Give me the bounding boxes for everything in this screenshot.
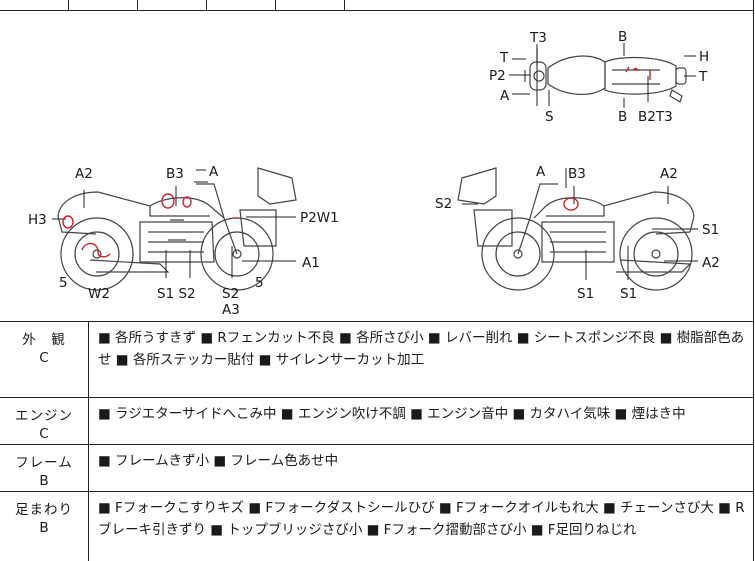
row-category: エンジン C: [0, 398, 89, 444]
label-s1-right: S1: [702, 222, 719, 238]
label-b3-right: B3: [568, 166, 586, 182]
row-frame: フレーム B ■ フレームきず小 ■ フレーム色あせ中: [0, 445, 754, 492]
label-t-left-top: T: [499, 50, 509, 66]
row-category: 足まわり B: [0, 492, 89, 561]
category-name: フレーム: [15, 455, 73, 471]
category-name: 足まわり: [15, 502, 73, 518]
label-p2w1-left: P2W1: [300, 210, 339, 226]
category-grade: B: [39, 473, 49, 489]
label-s1-right-a: S1: [577, 286, 594, 302]
label-a2-left: A2: [75, 166, 93, 182]
label-b-bottom-top: B: [618, 109, 627, 125]
top-table-strip: [0, 0, 754, 11]
row-engine: エンジン C ■ ラジエターサイドへこみ中 ■ エンジン吹け不調 ■ エンジン音…: [0, 398, 754, 445]
label-p2-top: P2: [489, 68, 506, 84]
label-h-top: H: [699, 49, 709, 65]
row-exterior: 外 観 C ■ 各所うすきず ■ Rフェンカット不良 ■ 各所さび小 ■ レバー…: [0, 322, 754, 398]
label-a-right: A: [536, 164, 546, 180]
category-name: 外 観: [22, 332, 66, 348]
category-grade: C: [39, 426, 49, 442]
row-description: ■ ラジエターサイドへこみ中 ■ エンジン吹け不調 ■ エンジン音中 ■ カタハ…: [98, 406, 686, 422]
right-side-motorcycle: [457, 167, 695, 291]
left-side-motorcycle: [57, 167, 297, 291]
label-h3-left: H3: [28, 212, 47, 228]
label-a2-top-right: A2: [660, 166, 678, 182]
label-b2t3-top: B2T3: [638, 109, 673, 125]
damage-diagram: T3 T P2 A S B H T B B2T3 A2 B3 A H3 P2W1…: [0, 10, 754, 322]
motorcycle-diagram-svg: T3 T P2 A S B H T B B2T3 A2 B3 A H3 P2W1…: [28, 29, 720, 318]
category-name: エンジン: [15, 408, 73, 424]
label-s1s2-left: S1 S2: [157, 286, 196, 302]
label-a-left: A: [209, 164, 219, 180]
row-category: フレーム B: [0, 445, 89, 491]
label-a1-left: A1: [302, 255, 320, 271]
row-suspension: 足まわり B ■ Fフォークこすりキズ ■ Fフォークダストシールひび ■ Fフ…: [0, 492, 754, 561]
label-a-left-top: A: [500, 88, 510, 104]
category-grade: C: [39, 350, 49, 366]
label-s2-left: S2: [222, 286, 239, 302]
label-b-top: B: [618, 29, 627, 45]
label-a3-left: A3: [222, 302, 240, 318]
table-right-border: [753, 0, 754, 561]
label-a2-right: A2: [702, 255, 720, 271]
label-b3-left: B3: [166, 166, 184, 182]
label-t3-top: T3: [529, 30, 547, 46]
category-grade: B: [39, 520, 49, 536]
label-t-right-top: T: [698, 69, 708, 85]
label-s1-right-b: S1: [620, 286, 637, 302]
label-w2-left: W2: [88, 286, 110, 302]
row-description: ■ フレームきず小 ■ フレーム色あせ中: [98, 453, 339, 469]
label-5-left: 5: [59, 275, 68, 291]
label-s2-right: S2: [435, 196, 452, 212]
label-s-top: S: [545, 109, 554, 125]
row-description: ■ 各所うすきず ■ Rフェンカット不良 ■ 各所さび小 ■ レバー削れ ■ シ…: [98, 330, 745, 368]
row-category: 外 観 C: [0, 322, 89, 397]
row-description: ■ Fフォークこすりキズ ■ Fフォークダストシールひび ■ Fフォークオイルも…: [98, 500, 745, 538]
label-5-right: 5: [255, 275, 264, 291]
